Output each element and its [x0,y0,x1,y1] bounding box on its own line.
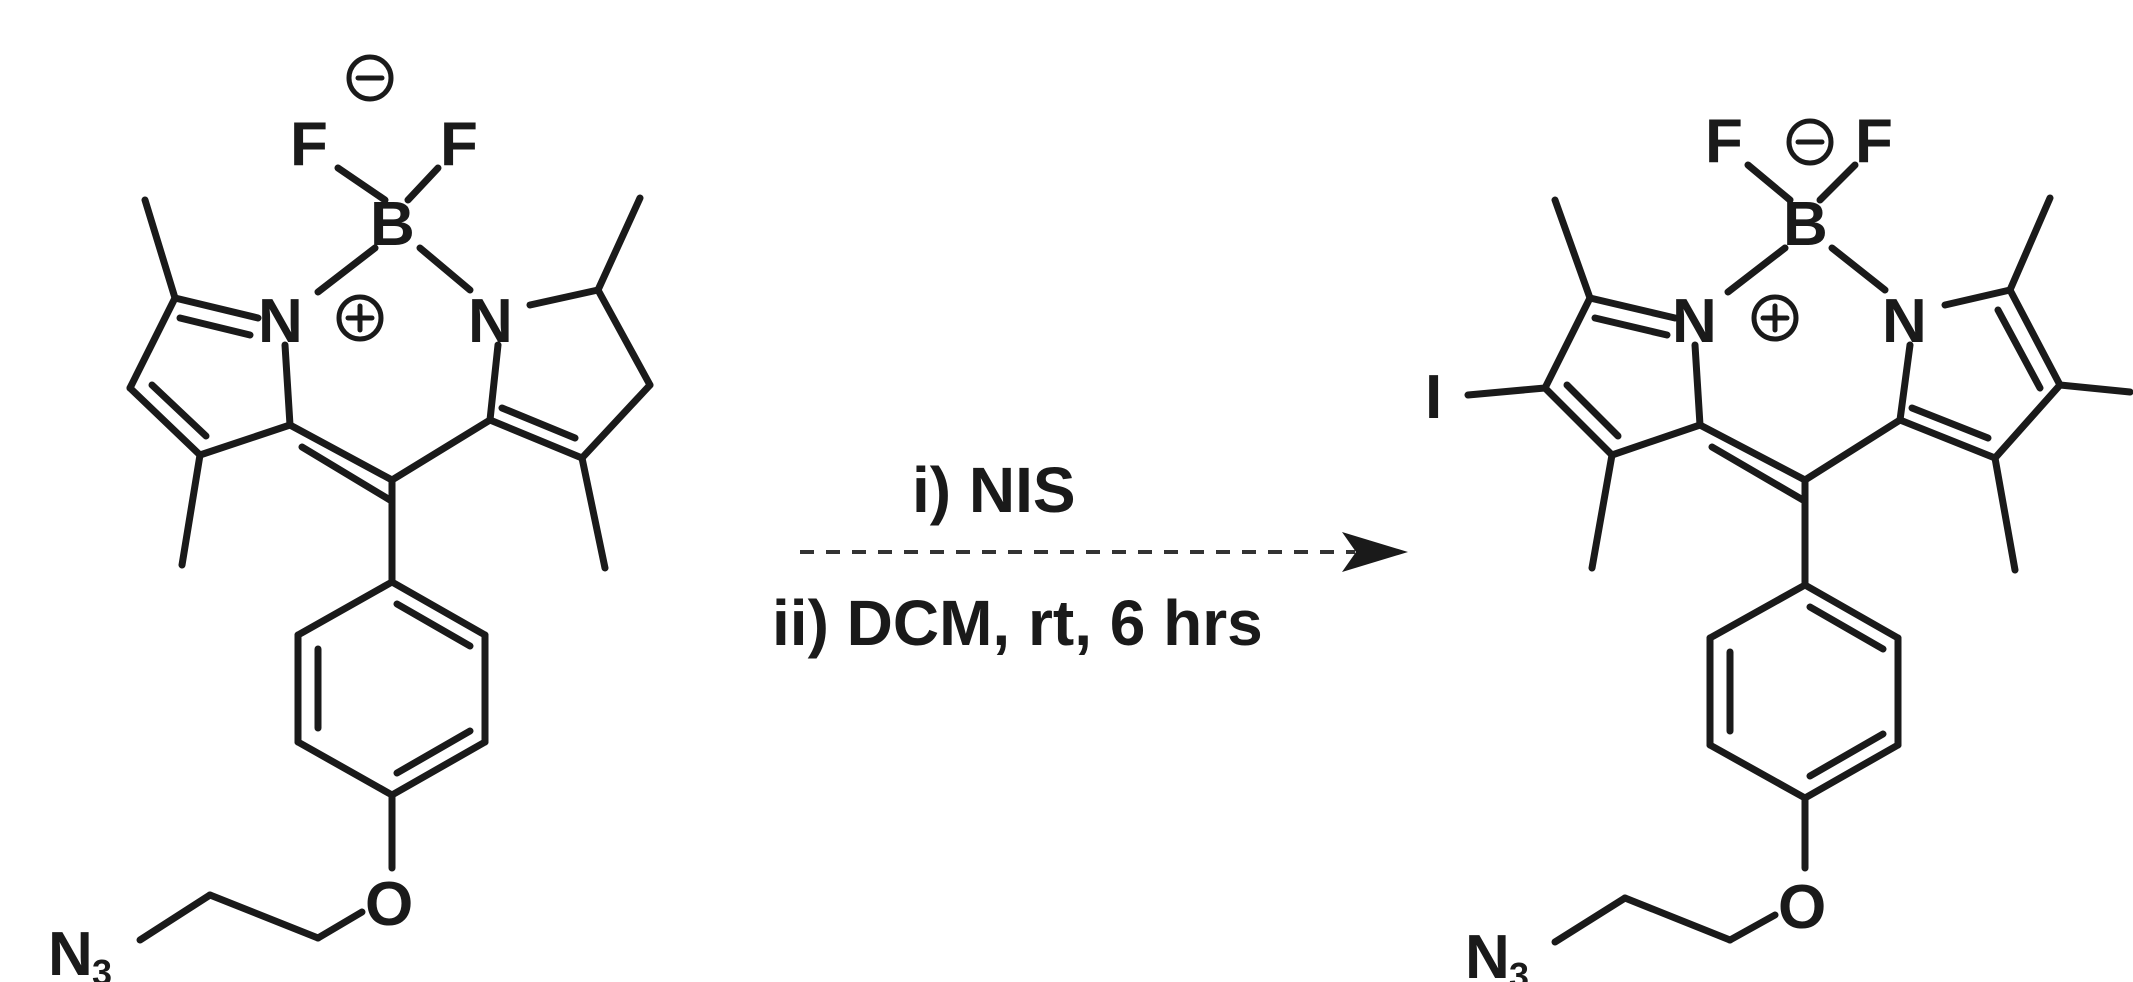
reaction-arrow-head-icon [1342,532,1408,572]
bond-left-meso [1696,421,1809,484]
bond-right-n-c [526,286,602,309]
product-molecule: F F B N N I O N 3 [1425,107,2133,982]
bond-o-ch2 [314,908,366,942]
bond-left-ring-4 [281,341,294,429]
bond-phenyl-4 [1706,741,1809,802]
bond-methyl-right-bottom [1991,454,2019,574]
bond-left-ring-4 [1691,341,1704,429]
atom-fluorine-right: F [440,110,478,179]
atom-fluorine-right: F [1855,107,1893,176]
bond-right-ring-2 [594,286,654,389]
bond-methyl-right-bottom [578,454,609,572]
bond-right-ring-4 [1896,416,1999,462]
bond-phenyl-1-double [1806,603,1887,653]
atom-azide-subscript: 3 [1509,955,1529,982]
bond-left-ring-2 [1541,384,1616,459]
bond-left-ring-2-double [148,381,210,440]
bond-methyl-left-top [1551,196,1594,302]
bond-left-ring-1 [126,294,179,392]
bond-phenyl-1-double [393,600,474,650]
bond-phenyl-3-double [1806,730,1887,780]
bond-n-c-left-a-double [176,314,254,339]
bond-b-n-left [1724,244,1789,296]
reactant-molecule: F F B N N O N 3 [48,54,654,982]
bond-ch2-ch2 [206,891,322,942]
bond-right-ring-4 [486,416,586,462]
atom-iodine: I [1425,363,1442,432]
bond-right-ring-4-double [498,404,579,442]
atom-nitrogen-right: N [468,287,513,356]
atom-nitrogen-right: N [1882,287,1927,356]
bond-methyl-right-top [2006,194,2054,294]
bond-left-meso [286,421,396,484]
bond-methyl-left-bottom [1588,451,1616,572]
bond-methyl-left-top [141,196,179,302]
bond-left-meso-double [298,443,394,504]
negative-charge-icon [346,54,394,102]
bond-phenyl-3-double [393,727,474,777]
atom-nitrogen-left: N [1672,287,1717,356]
bond-b-f-left [334,164,389,204]
bond-left-ring-3 [1608,421,1704,459]
bond-right-ring-1 [486,341,502,424]
bond-phenyl-1 [1801,581,1902,642]
bond-n-c-left-a [171,294,262,322]
bond-phenyl-3 [1801,741,1902,802]
bond-n-c-left-a [1586,294,1679,322]
bond-left-ring-3 [196,421,294,459]
bond-phenyl-1 [388,578,489,639]
atom-fluorine-left: F [290,110,328,179]
bond-meso-right [1801,416,1904,484]
atom-azide-subscript: 3 [92,952,112,982]
bond-right-n-c [1941,286,2014,309]
bond-right-ring-3 [578,381,654,462]
bond-phenyl-4 [294,738,396,799]
condition-step-2: ii) DCM, rt, 6 hrs [772,587,1263,659]
atom-oxygen: O [1778,873,1826,942]
bond-right-ring-2-double [1994,306,2044,392]
bond-ch2-n3 [136,891,214,944]
bond-phenyl-6 [1706,581,1809,642]
bond-o-ch2 [1726,911,1779,944]
bond-phenyl-3 [388,738,489,799]
atom-azide-nitrogen: N [1465,923,1510,982]
bond-right-ring-1 [1896,341,1914,424]
bond-methyl-left-bottom [178,451,204,569]
bond-right-ring-4-double [1908,404,1992,442]
bond-n-c-left-a-double [1591,314,1671,339]
bond-b-n-right [1828,244,1889,294]
atom-boron: B [1783,190,1828,259]
bond-left-meso-double [1708,443,1807,504]
atom-nitrogen-left: N [258,287,303,356]
bond-b-n-right [416,244,474,294]
atom-oxygen: O [365,870,413,939]
bond-ch2-ch2 [1621,894,1734,944]
bond-methyl-right-top [594,194,644,294]
bond-c-iodine [1464,384,1549,399]
bond-left-ring-2-double [1563,381,1622,440]
atom-fluorine-left: F [1705,107,1743,176]
atom-azide-nitrogen: N [48,920,93,982]
bond-left-ring-2 [126,384,204,459]
bond-b-n-left [314,244,379,296]
bond-b-f-right [404,164,442,204]
positive-charge-icon [1751,294,1799,342]
positive-charge-icon [336,294,384,342]
bond-left-ring-1 [1541,294,1594,392]
bond-phenyl-6 [294,578,396,639]
bond-b-f-left [1744,161,1794,204]
bond-right-ring-2 [2006,286,2064,389]
bond-b-f-right [1816,161,1859,204]
condition-step-1: i) NIS [912,454,1076,526]
reaction-arrow-block: i) NIS ii) DCM, rt, 6 hrs [772,454,1408,659]
bond-right-ring-3 [1991,381,2064,462]
negative-charge-icon [1786,118,1834,166]
atom-boron: B [370,190,415,259]
bond-meso-right [388,416,494,484]
bond-ch2-n3 [1551,894,1629,946]
bond-c-iodine-right [2056,381,2133,396]
